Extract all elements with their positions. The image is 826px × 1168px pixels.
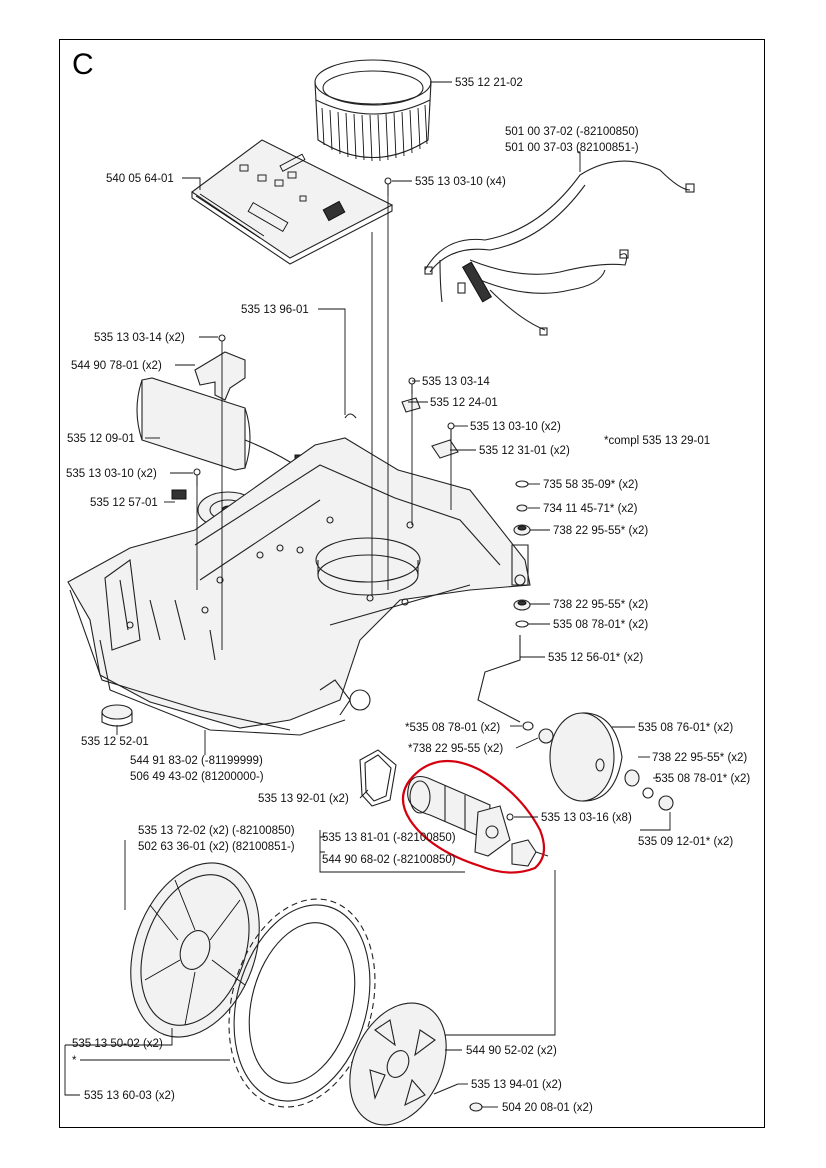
part-label: 501 00 37-02 (-82100850) xyxy=(505,126,639,138)
part-label: 535 08 78-01* (x2) xyxy=(655,773,750,785)
motor-highlight-outline xyxy=(401,760,546,874)
bearing-washer-stack xyxy=(513,480,531,628)
part-label: 535 13 03-10 (x4) xyxy=(415,176,506,188)
rubber-foot-part xyxy=(101,704,133,727)
part-label: 506 49 43-02 (81200000-) xyxy=(130,771,264,783)
bolt-and-cap-part xyxy=(433,1083,483,1112)
part-label: 535 09 12-01* (x2) xyxy=(638,836,733,848)
part-label: 535 13 92-01 (x2) xyxy=(258,793,349,805)
part-label: *535 08 78-01 (x2) xyxy=(405,722,500,734)
part-label: 544 90 68-02 (-82100850) xyxy=(322,854,456,866)
part-number-labels: 535 12 21-02 501 00 37-02 (-82100850) 50… xyxy=(66,77,750,1114)
tire-part xyxy=(228,898,376,1108)
clip-parts xyxy=(344,397,459,459)
part-label: 535 13 72-02 (x2) (-82100850) xyxy=(138,825,295,837)
part-label: 734 11 45-71* (x2) xyxy=(543,503,638,515)
cylinder-housing-part xyxy=(314,59,432,162)
part-label: 502 63 36-01 (x2) (82100851-) xyxy=(138,841,295,853)
part-label: 535 08 78-01* (x2) xyxy=(553,619,648,631)
chassis-body-part xyxy=(67,437,531,736)
part-label: 535 13 60-03 (x2) xyxy=(84,1090,175,1102)
leader-lines xyxy=(64,81,671,1108)
part-label: *738 22 95-55 (x2) xyxy=(408,743,503,755)
front-wheel-part xyxy=(522,712,674,811)
wiring-harness-part xyxy=(424,160,695,336)
gasket-part xyxy=(359,749,397,807)
part-label: 535 13 50-02 (x2) xyxy=(72,1038,163,1050)
part-label: 535 12 31-01 (x2) xyxy=(479,445,570,457)
wheel-hub-part xyxy=(130,862,260,1038)
part-label: 738 22 95-55* (x2) xyxy=(652,752,747,764)
battery-bracket-part xyxy=(194,334,246,401)
part-label: 535 12 52-01 xyxy=(81,736,149,748)
circuit-board-part xyxy=(191,139,394,265)
part-label: 535 13 03-10 (x2) xyxy=(470,421,561,433)
part-label: 501 00 37-03 (82100851-) xyxy=(505,142,639,154)
part-label: 535 12 57-01 xyxy=(90,497,158,509)
part-label: 738 22 95-55* (x2) xyxy=(553,599,648,611)
compl-note: *compl 535 13 29-01 xyxy=(604,435,710,447)
part-label: 544 90 78-01 (x2) xyxy=(71,360,162,372)
section-letter: C xyxy=(72,48,94,81)
part-label: 535 13 03-16 (x8) xyxy=(541,812,632,824)
part-label: 535 08 76-01* (x2) xyxy=(638,722,733,734)
part-label: * xyxy=(72,1055,77,1067)
part-label: 535 13 03-14 xyxy=(422,376,490,388)
hubcap-part xyxy=(349,1002,447,1126)
drive-motor-part xyxy=(407,775,549,867)
part-label: 535 13 96-01 xyxy=(241,304,309,316)
part-label: 535 13 03-14 (x2) xyxy=(94,332,185,344)
part-label: 535 12 21-02 xyxy=(455,77,523,89)
wheel-axle-shaft-part xyxy=(477,635,521,723)
part-label: 544 90 52-02 (x2) xyxy=(466,1045,557,1057)
part-label: 535 13 94-01 (x2) xyxy=(471,1079,562,1091)
part-label: 738 22 95-55* (x2) xyxy=(553,525,648,537)
part-label: 544 91 83-02 (-81199999) xyxy=(130,755,263,767)
part-label: 535 12 56-01* (x2) xyxy=(548,652,643,664)
part-label: 535 12 09-01 xyxy=(67,433,135,445)
part-label: 540 05 64-01 xyxy=(106,173,174,185)
part-label: 735 58 35-09* (x2) xyxy=(543,479,638,491)
part-label: 535 13 03-10 (x2) xyxy=(66,468,157,480)
part-label: 535 13 81-01 (-82100850) xyxy=(322,832,456,844)
diagram-frame xyxy=(59,39,765,1128)
part-label: 535 12 24-01 xyxy=(430,397,498,409)
part-label: 504 20 08-01 (x2) xyxy=(502,1102,593,1114)
